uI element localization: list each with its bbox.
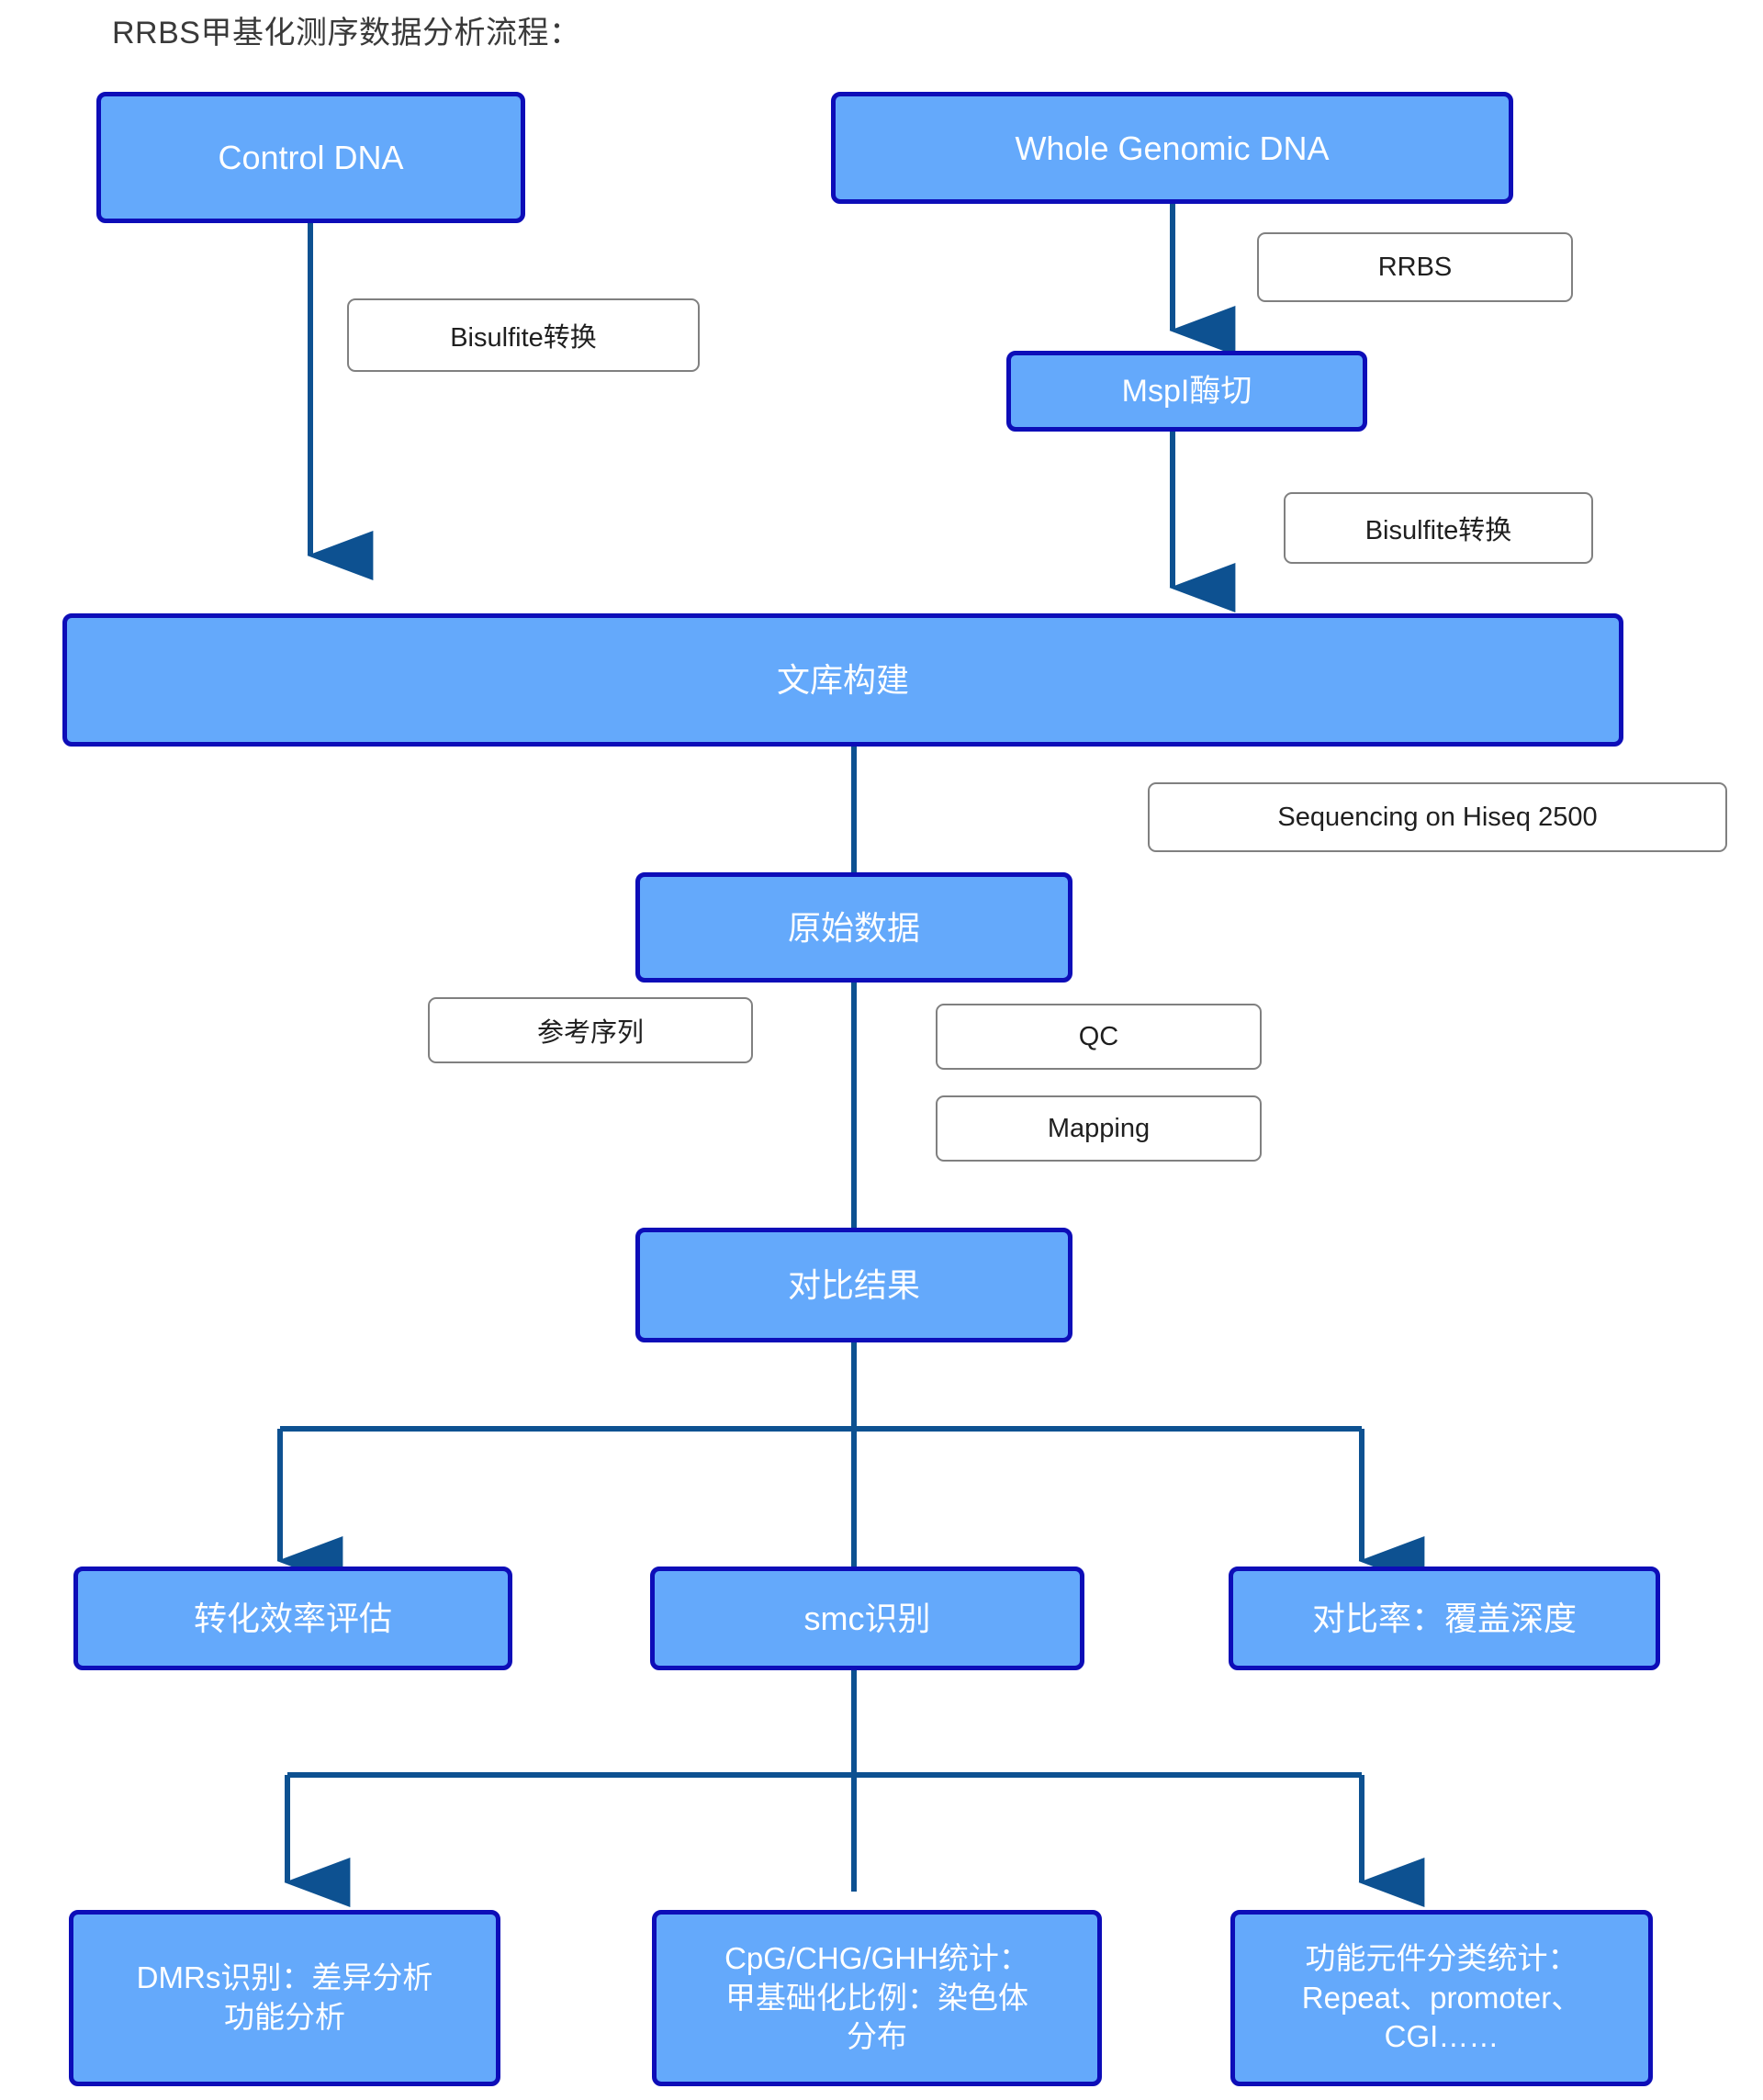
dmrs-line-1: DMRs识别：差异分析 bbox=[136, 1960, 433, 1995]
node-conversion-efficiency[interactable]: 转化效率评估 bbox=[73, 1567, 512, 1670]
node-alignment-result[interactable]: 对比结果 bbox=[635, 1228, 1072, 1342]
node-cpg-statistics[interactable]: CpG/CHG/GHH统计： 甲基础化比例：染色体 分布 bbox=[652, 1910, 1102, 2086]
func-line-2: Repeat、promoter、 bbox=[1301, 1980, 1582, 2015]
cpg-line-2: 甲基础化比例：染色体 bbox=[725, 1980, 1028, 2015]
label-qc[interactable]: QC bbox=[936, 1004, 1262, 1070]
label-bisulfite-right[interactable]: Bisulfite转换 bbox=[1284, 492, 1593, 564]
label-rrbs[interactable]: RRBS bbox=[1257, 232, 1573, 302]
func-line-3: CGI…… bbox=[1384, 2019, 1499, 2054]
node-whole-genomic-dna[interactable]: Whole Genomic DNA bbox=[831, 92, 1513, 204]
label-reference-sequence[interactable]: 参考序列 bbox=[428, 997, 753, 1063]
node-mspl[interactable]: MspI酶切 bbox=[1006, 351, 1367, 432]
page-title: RRBS甲基化测序数据分析流程： bbox=[112, 16, 581, 51]
node-library-construction[interactable]: 文库构建 bbox=[62, 613, 1623, 747]
node-functional-elements[interactable]: 功能元件分类统计： Repeat、promoter、 CGI…… bbox=[1230, 1910, 1653, 2086]
node-alignment-rate-coverage[interactable]: 对比率：覆盖深度 bbox=[1229, 1567, 1660, 1670]
node-control-dna[interactable]: Control DNA bbox=[96, 92, 525, 223]
label-sequencing-hiseq[interactable]: Sequencing on Hiseq 2500 bbox=[1148, 782, 1727, 852]
dmrs-line-2: 功能分析 bbox=[224, 2000, 345, 2034]
cpg-line-1: CpG/CHG/GHH统计： bbox=[724, 1940, 1029, 1975]
node-raw-data[interactable]: 原始数据 bbox=[635, 872, 1072, 983]
label-mapping[interactable]: Mapping bbox=[936, 1095, 1262, 1162]
func-line-1: 功能元件分类统计： bbox=[1305, 1940, 1578, 1975]
label-bisulfite-left[interactable]: Bisulfite转换 bbox=[347, 298, 700, 372]
cpg-line-3: 分布 bbox=[847, 2019, 907, 2054]
node-smc-identification[interactable]: smc识别 bbox=[650, 1567, 1084, 1670]
node-dmrs-identification[interactable]: DMRs识别：差异分析 功能分析 bbox=[69, 1910, 500, 2086]
